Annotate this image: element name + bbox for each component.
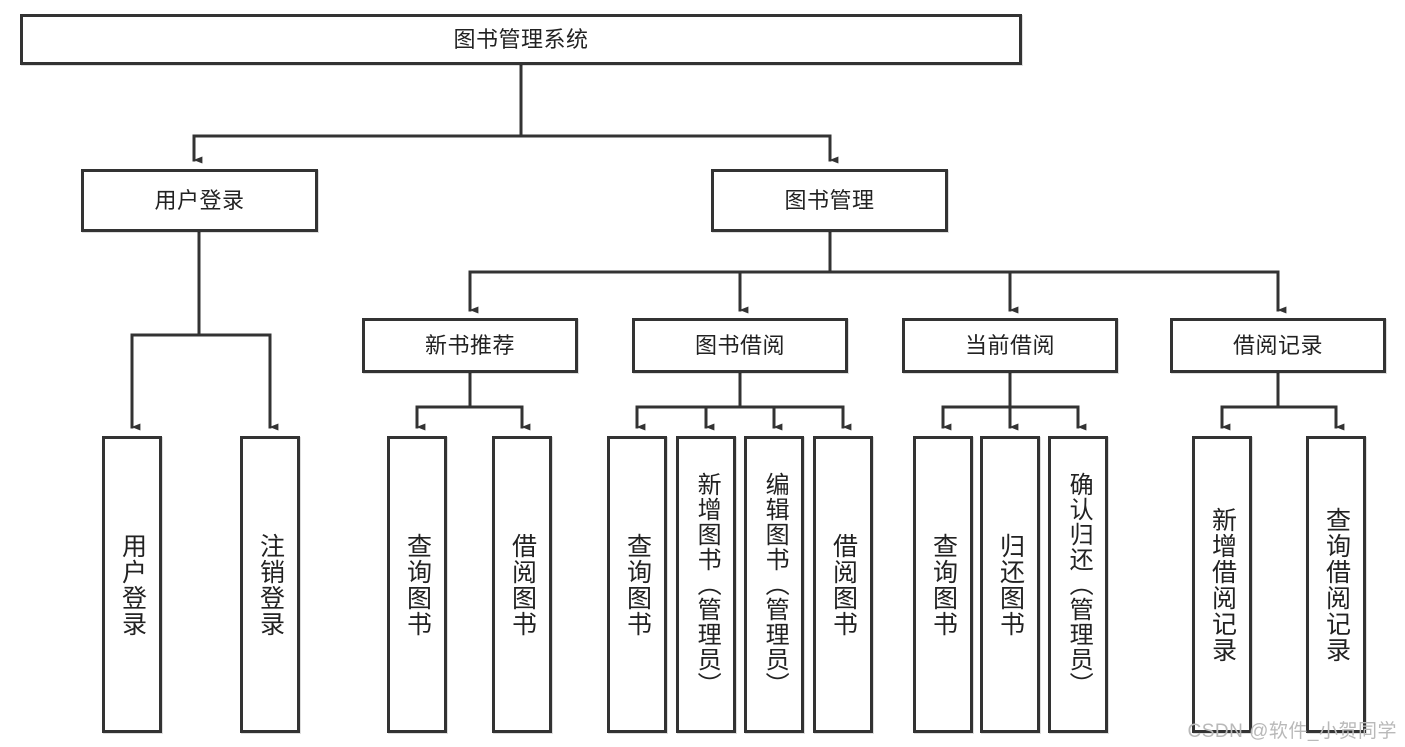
node-label: 查询图书 [403,532,432,637]
node-label: 借阅记录 [1232,332,1323,358]
leaf-user-login-signout[interactable]: 注销登录 [240,436,300,733]
node-label: 当前借阅 [964,332,1055,358]
node-label: 图书借阅 [694,332,785,358]
leaf-book-borrow-edit-book-admin[interactable]: 编辑图书（管理员） [744,436,804,733]
leaf-current-borrow-query-books[interactable]: 查询图书 [913,436,973,733]
node-label: 新增借阅记录 [1208,506,1237,663]
leaf-user-login-signin[interactable]: 用户登录 [102,436,162,733]
node-borrow-record[interactable]: 借阅记录 [1170,318,1386,373]
leaf-current-borrow-confirm-return-admin[interactable]: 确认归还（管理员） [1048,436,1108,733]
node-current-borrow[interactable]: 当前借阅 [902,318,1118,373]
node-user-login[interactable]: 用户登录 [81,169,318,232]
node-label: 查询图书 [929,532,958,637]
node-label: 用户登录 [154,187,245,213]
node-root-book-management-system[interactable]: 图书管理系统 [20,14,1022,65]
node-label: 确认归还（管理员） [1065,472,1093,697]
node-label: 查询图书 [623,532,652,637]
node-label: 新书推荐 [424,332,515,358]
leaf-current-borrow-return-books[interactable]: 归还图书 [980,436,1040,733]
node-label: 图书管理系统 [453,26,589,52]
node-label: 借阅图书 [829,532,858,637]
node-label: 用户登录 [118,532,147,637]
node-label: 图书管理 [784,187,875,213]
node-new-book-recommend[interactable]: 新书推荐 [362,318,578,373]
node-book-borrow[interactable]: 图书借阅 [632,318,848,373]
leaf-new-book-query-books[interactable]: 查询图书 [387,436,447,733]
node-label: 注销登录 [256,532,285,637]
node-label: 查询借阅记录 [1322,506,1351,663]
leaf-new-book-borrow-books[interactable]: 借阅图书 [492,436,552,733]
node-label: 归还图书 [996,532,1025,637]
leaf-borrow-record-add-record[interactable]: 新增借阅记录 [1192,436,1252,733]
leaf-book-borrow-add-book-admin[interactable]: 新增图书（管理员） [676,436,736,733]
node-label: 编辑图书（管理员） [761,472,789,697]
node-label: 借阅图书 [508,532,537,637]
leaf-book-borrow-query-books[interactable]: 查询图书 [607,436,667,733]
node-label: 新增图书（管理员） [693,472,721,697]
node-book-management[interactable]: 图书管理 [711,169,948,232]
leaf-borrow-record-query-record[interactable]: 查询借阅记录 [1306,436,1366,733]
leaf-book-borrow-borrow-books[interactable]: 借阅图书 [813,436,873,733]
csdn-watermark: CSDN @软件_小贺同学 [1187,721,1397,742]
